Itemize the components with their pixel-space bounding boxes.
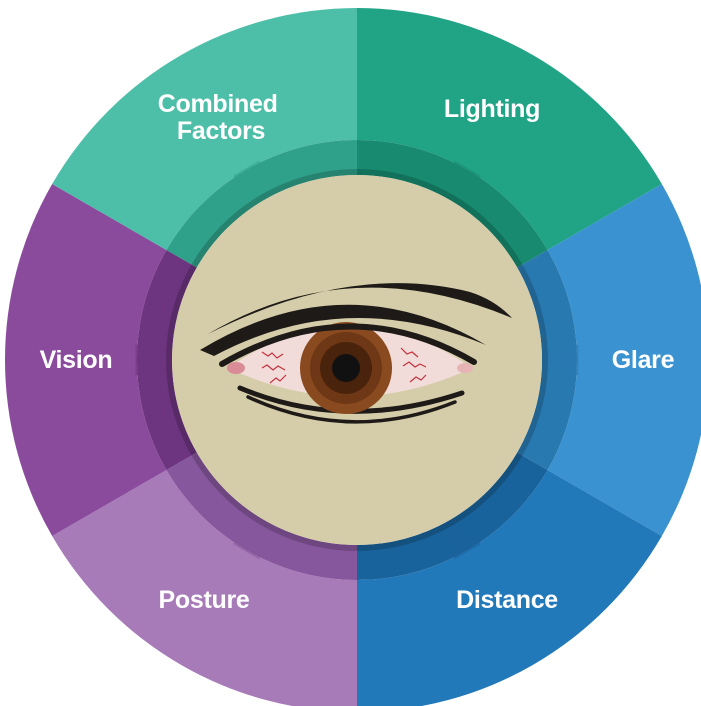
inner-ring — [135, 140, 579, 580]
inner-band-lighting — [357, 140, 548, 268]
inner-notch-lighting — [448, 160, 482, 202]
inner-notch-posture — [232, 518, 266, 560]
inner-notch-combined — [232, 160, 266, 202]
segment-combined — [52, 8, 357, 250]
segment-glare — [547, 184, 701, 536]
labels-layer: Lighting Glare Distance Posture Vision C… — [40, 90, 675, 614]
inner-band-posture — [166, 452, 357, 580]
segment-posture — [52, 470, 357, 706]
segment-lighting — [357, 8, 662, 250]
eye-tear-duct-right — [457, 363, 473, 373]
inner-notch-distance — [448, 518, 482, 560]
inner-band-combined — [166, 140, 357, 268]
label-posture: Posture — [159, 586, 250, 614]
label-distance: Distance — [456, 586, 558, 614]
segment-distance — [357, 470, 662, 706]
center-shadow-ring — [166, 169, 548, 551]
eye-pupil — [332, 354, 360, 382]
inner-notch-glare — [540, 344, 579, 376]
segment-vision — [4, 184, 167, 536]
eye-lower-lid-line-2 — [246, 395, 457, 424]
eye-blood-vessels — [261, 347, 427, 384]
eye-tear-duct — [227, 362, 245, 374]
label-glare: Glare — [612, 346, 675, 374]
segments-layer — [4, 8, 701, 706]
label-vision: Vision — [40, 346, 113, 374]
eye-upper-lid-line — [219, 323, 477, 367]
inner-band-distance — [357, 452, 548, 580]
inner-notch-vision — [135, 344, 174, 376]
eye-upper-lid — [200, 304, 486, 356]
label-lighting: Lighting — [444, 95, 540, 123]
label-combined-factors: Combined Factors — [158, 90, 284, 145]
eye-icon — [200, 283, 512, 424]
